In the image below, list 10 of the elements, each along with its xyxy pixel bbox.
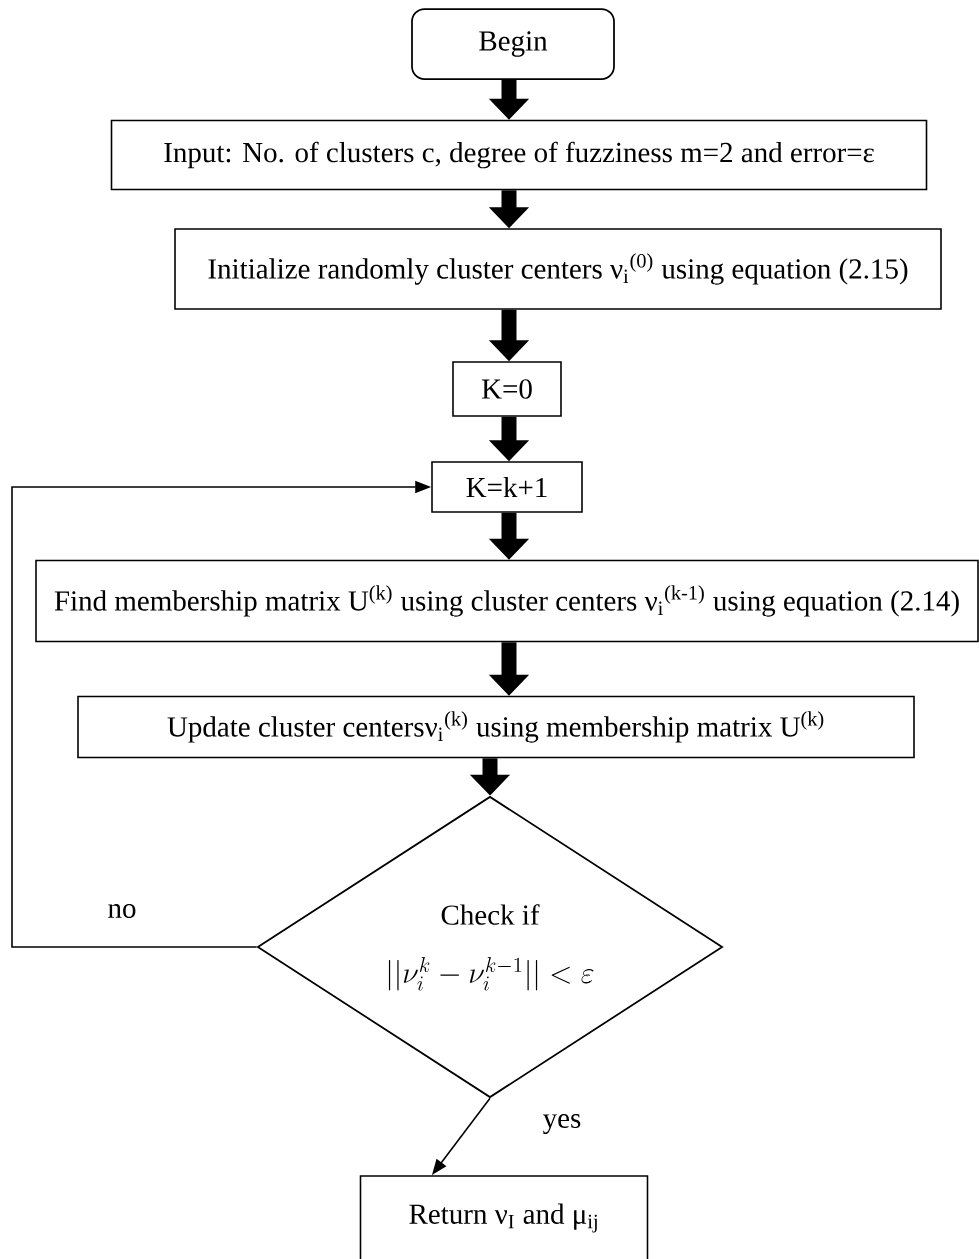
process-box: Initialize randomly cluster centers ν$_{i}$$^{(0)}$ using equation (2.15) [174,228,942,310]
process-box: Return ν$_{I}$ and μ$_{ij}$ [359,1175,649,1259]
process-box: K=0 [452,361,562,417]
edge-label: no [105,902,139,920]
process-box: Update cluster centersν$_{i}$$^{(k)}$ using membership matrix U$^{(k)}$ [77,695,915,759]
edge-label: yes [540,1112,584,1136]
process-box: Find membership matrix U$^{(k)}$ using cluster centers ν$_{i}$$^{(k-1)}$ using equation (2.14) [35,559,979,643]
process-box: Input: No. of clusters c, degree of fuzziness m=2 and error=ε [110,119,928,191]
process-box: K=k+1 [431,461,583,513]
start-box: Begin [411,8,615,80]
